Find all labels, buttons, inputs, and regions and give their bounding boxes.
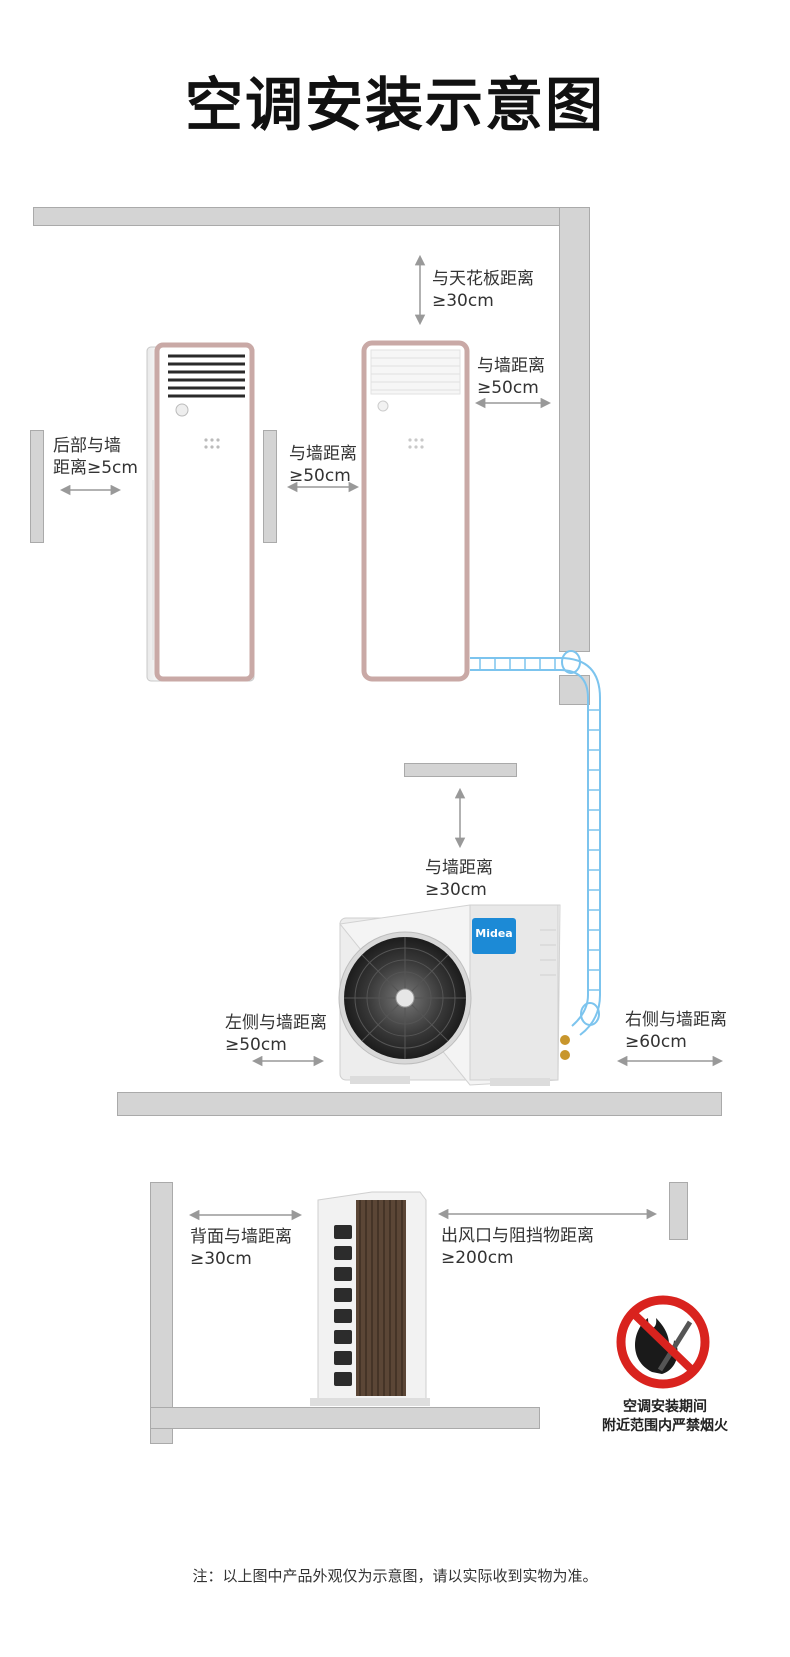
outdoor-unit-side	[310, 1191, 430, 1406]
page-title: 空调安装示意图	[184, 71, 605, 139]
disclaimer-note: 注：以上图中产品外观仅为示意图，请以实际收到实物为准。	[192, 1567, 598, 1585]
floor-wall	[117, 1092, 722, 1116]
indoor-unit-right	[361, 340, 470, 682]
refrigerant-pipe	[470, 650, 601, 1036]
outdoor-back-distance-label: 背面与墙距离 ≥30cm	[190, 1227, 292, 1269]
fan-icon	[338, 931, 472, 1065]
outdoor-top-distance-label: 与墙距离 ≥30cm	[425, 858, 493, 900]
bottom-right-wall	[669, 1182, 688, 1240]
indoor-unit-left	[146, 342, 255, 682]
outdoor-top-wall	[404, 763, 517, 777]
no-fire-icon	[616, 1295, 710, 1389]
bottom-floor-wall	[150, 1407, 540, 1429]
brand-logo: Midea	[475, 927, 513, 940]
right-wall-distance-label: 与墙距离 ≥50cm	[477, 356, 545, 398]
ceiling-distance-label: 与天花板距离 ≥30cm	[432, 269, 534, 311]
outdoor-right-distance-label: 右侧与墙距离 ≥60cm	[625, 1010, 727, 1052]
brand-badge	[472, 918, 516, 954]
outdoor-left-distance-label: 左侧与墙距离 ≥50cm	[225, 1013, 327, 1055]
back-wall-distance-label: 后部与墙 距离≥5cm	[53, 436, 138, 478]
right-wall-upper	[559, 207, 590, 652]
between-units-distance-label: 与墙距离 ≥50cm	[289, 444, 357, 486]
right-wall-lower	[559, 675, 590, 705]
no-fire-warning: 空调安装期间 附近范围内严禁烟火	[602, 1399, 728, 1434]
outdoor-unit-front	[338, 904, 570, 1086]
back-wall-left	[30, 430, 44, 543]
bottom-left-wall	[150, 1182, 173, 1444]
partition-wall	[263, 430, 277, 543]
outlet-distance-label: 出风口与阻挡物距离 ≥200cm	[441, 1226, 594, 1268]
